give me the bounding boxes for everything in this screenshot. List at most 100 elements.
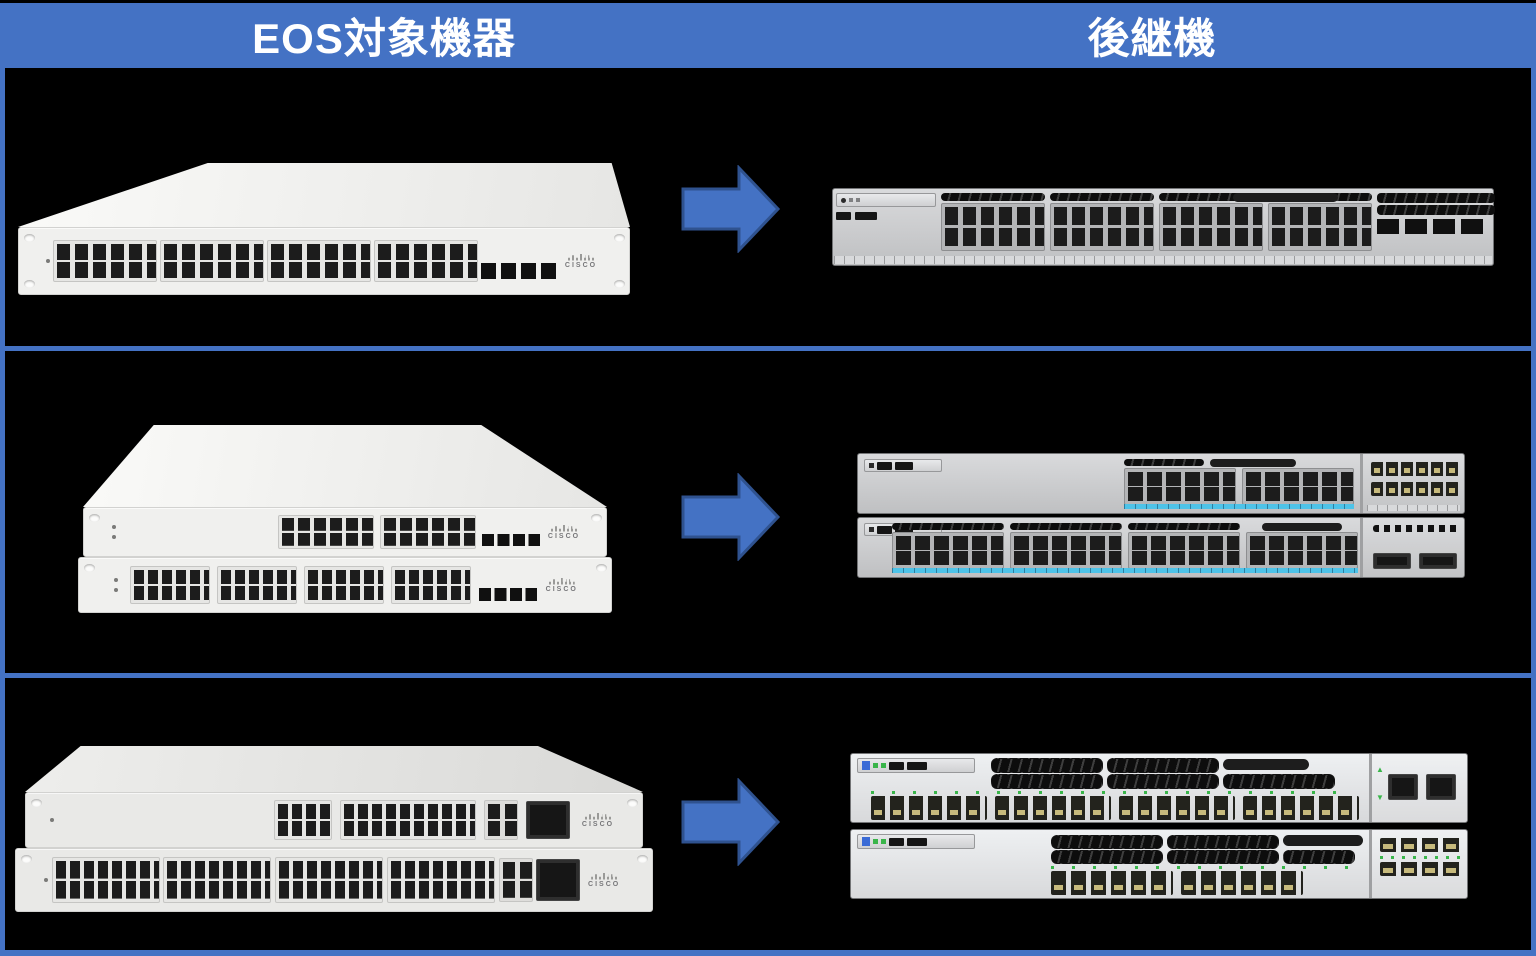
vent-grille — [1128, 523, 1240, 530]
chassis-front-24port: CISCO — [25, 792, 643, 848]
port-led-row — [1380, 856, 1464, 859]
vent-grille — [1223, 774, 1335, 789]
row-separator — [5, 346, 1531, 351]
cisco-logo: CISCO — [544, 577, 580, 593]
status-led-cluster — [857, 834, 975, 849]
vent-grille — [1283, 850, 1355, 864]
rj45-port-group — [304, 566, 384, 604]
rj45-port-group — [216, 566, 297, 604]
qsfp-uplink-module: ▲ ▼ — [1369, 754, 1467, 822]
status-led-cluster — [836, 193, 936, 207]
successor-device-catalyst9300x-stack: ▲ ▼ — [850, 753, 1468, 899]
rj45-port-group — [340, 800, 476, 840]
rj45-port-group — [892, 532, 1004, 569]
successor-device-catalyst9300-stack — [857, 453, 1465, 578]
rj45-port-group — [1268, 203, 1372, 251]
cisco-logo: CISCO — [578, 812, 618, 828]
rj45-port-group — [1128, 532, 1240, 569]
eos-header-cell: EOS対象機器 — [0, 3, 768, 68]
console-port — [907, 761, 927, 770]
eos-device-meraki-48port: CISCO — [18, 163, 630, 295]
status-panel — [836, 193, 936, 220]
status-led-icon — [873, 839, 878, 844]
chassis-front-48port: CISCO — [15, 848, 653, 912]
chassis-front-24sfp: ▲ ▼ — [850, 753, 1468, 823]
rj45-port-group — [1246, 532, 1358, 569]
sfp-cage-row — [1380, 838, 1464, 852]
front-panel: CISCO — [36, 849, 632, 911]
cisco-logo: CISCO — [546, 524, 582, 540]
vent-grille — [1159, 193, 1263, 201]
sfp-uplink-ports — [482, 534, 540, 546]
model-badge — [1210, 459, 1296, 467]
rack-ear — [632, 849, 652, 911]
chassis-front: CISCO — [18, 227, 630, 295]
rj45-port-group — [1242, 468, 1354, 505]
vent-grille — [941, 193, 1045, 201]
chassis-front-48port: CISCO — [78, 557, 612, 613]
port-bank — [941, 193, 1045, 251]
rj45-port-group — [391, 566, 472, 604]
rack-ear — [79, 558, 99, 612]
mini-usb-port — [836, 212, 851, 220]
front-panel: CISCO — [99, 558, 591, 612]
status-led-icon — [856, 198, 860, 202]
sfp-uplink-ports — [481, 263, 557, 279]
vent-grille — [1167, 835, 1279, 849]
status-led-icon — [43, 878, 48, 882]
status-led-cluster — [108, 525, 120, 539]
port-bank — [1050, 193, 1154, 251]
status-led-icon — [881, 839, 886, 844]
sfp-cage-row — [1181, 871, 1303, 895]
port-bank — [1268, 193, 1372, 251]
eos-column-title: EOS対象機器 — [252, 15, 516, 62]
cisco-bars-icon — [585, 812, 611, 820]
sfp-cage-row — [1380, 862, 1464, 876]
comparison-table-frame: CISCO — [0, 68, 1536, 956]
comparison-row-2: CISCO — [5, 351, 1531, 673]
cisco-logo: CISCO — [584, 872, 624, 888]
chassis-front — [832, 188, 1495, 266]
bluetooth-led-icon — [862, 837, 870, 846]
successor-device-catalyst9300l-48port — [832, 188, 1495, 266]
chassis-top — [18, 163, 630, 227]
status-led-icon — [112, 535, 116, 539]
front-panel: CISCO — [39, 228, 609, 294]
sfp-cage-row — [995, 796, 1111, 820]
chassis-top — [25, 746, 643, 792]
rj45-port-group — [1124, 468, 1236, 505]
uplink-bank — [1377, 193, 1495, 234]
eos-device-meraki-ms355-stack: CISCO — [15, 746, 653, 912]
vent-grille — [991, 774, 1103, 789]
chassis-top — [83, 425, 607, 507]
front-panel: CISCO — [46, 793, 622, 847]
sfp-cage-row — [1371, 482, 1459, 496]
rj45-port-group — [267, 240, 371, 282]
vent-grille — [892, 523, 1004, 530]
rj45-port-group — [386, 857, 495, 903]
status-led-icon — [873, 763, 878, 768]
rack-ear — [591, 558, 611, 612]
cisco-bars-icon — [568, 253, 594, 261]
sfp-cage-row — [1243, 796, 1359, 820]
beacon-led-icon — [869, 527, 874, 532]
qsfp-port — [1426, 774, 1456, 800]
port-bank — [1159, 193, 1263, 251]
status-led-icon — [849, 198, 853, 202]
rj45-port-group — [278, 515, 374, 549]
rj45-port-group — [129, 566, 210, 604]
status-led-icon — [114, 578, 119, 582]
rack-ear — [609, 228, 629, 294]
sfp-uplink-ports — [1377, 219, 1489, 234]
usb-a-port — [895, 461, 913, 470]
rack-ear — [622, 793, 642, 847]
blue-right-arrow-icon — [681, 164, 781, 254]
sfp-cage-row — [871, 796, 987, 820]
vent-grille — [1124, 459, 1204, 466]
vent-grille — [1107, 758, 1219, 773]
mini-usb-port — [889, 837, 904, 846]
sfp-cage-row — [1371, 462, 1459, 476]
rj45-port-group — [274, 800, 332, 840]
status-led-icon — [114, 588, 119, 592]
